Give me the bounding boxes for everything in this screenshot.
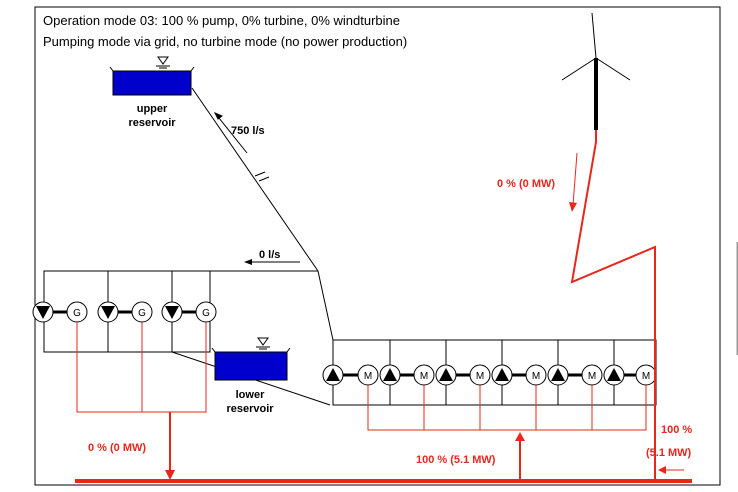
lower-reservoir	[211, 337, 291, 381]
lower-water-level-icon	[256, 337, 270, 350]
upper-reservoir	[109, 56, 195, 96]
pump-unit: M	[379, 364, 435, 386]
wind-power-arrow-icon	[569, 152, 578, 212]
generator-power-lines	[76, 322, 207, 474]
motor-letter: M	[642, 371, 650, 382]
wind-turbine-icon	[561, 12, 631, 130]
motor-power-lines	[367, 385, 647, 480]
penstock-flow-label: 750 l/s	[231, 125, 265, 137]
upper-reservoir-label-1: upper	[137, 103, 168, 115]
pump-unit: M	[435, 364, 491, 386]
turbine-unit: G	[32, 301, 88, 323]
turbine-flow-label: 0 l/s	[259, 249, 280, 261]
mode-subtitle: Pumping mode via grid, no turbine mode (…	[43, 34, 407, 49]
flow-arrow-icon	[213, 112, 248, 154]
upper-reservoir-label-2: reservoir	[128, 117, 176, 129]
pump-unit: M	[322, 364, 379, 386]
turbine-unit: G	[161, 301, 217, 323]
grid-power-mw: (5.1 MW)	[646, 447, 692, 459]
penstock	[191, 87, 319, 272]
turbine-flow-arrow-icon	[244, 259, 300, 265]
diagram-frame	[34, 6, 721, 486]
turbine-unit: G	[97, 301, 153, 323]
turbine-manifold	[43, 270, 331, 406]
motor-letter: M	[420, 371, 428, 382]
lower-reservoir-label-2: reservoir	[226, 403, 274, 415]
generator-letter: G	[138, 308, 146, 319]
motor-letter: M	[364, 371, 372, 382]
motor-letter: M	[588, 371, 596, 382]
wind-power-label: 0 % (0 MW)	[497, 178, 555, 190]
pump-power-label: 100 % (5.1 MW)	[416, 454, 496, 466]
lower-reservoir-label-1: lower	[236, 389, 265, 401]
pump-unit: M	[547, 364, 603, 386]
water-level-icon	[156, 56, 170, 69]
pump-unit: M	[491, 364, 547, 386]
generator-power-arrow-icon	[165, 470, 175, 480]
motor-letter: M	[532, 371, 540, 382]
motor-power-arrow-icon	[515, 432, 525, 441]
grid-power-arrow-icon	[658, 466, 684, 474]
wind-power-line	[570, 130, 656, 481]
motor-letter: M	[476, 371, 484, 382]
generator-letter: G	[202, 308, 210, 319]
pump-unit: M	[603, 364, 657, 386]
generator-letter: G	[73, 308, 81, 319]
mode-title: Operation mode 03: 100 % pump, 0% turbin…	[43, 13, 400, 28]
grid-power-percent: 100 %	[661, 424, 692, 436]
turbine-power-label: 0 % (0 MW)	[88, 442, 146, 454]
